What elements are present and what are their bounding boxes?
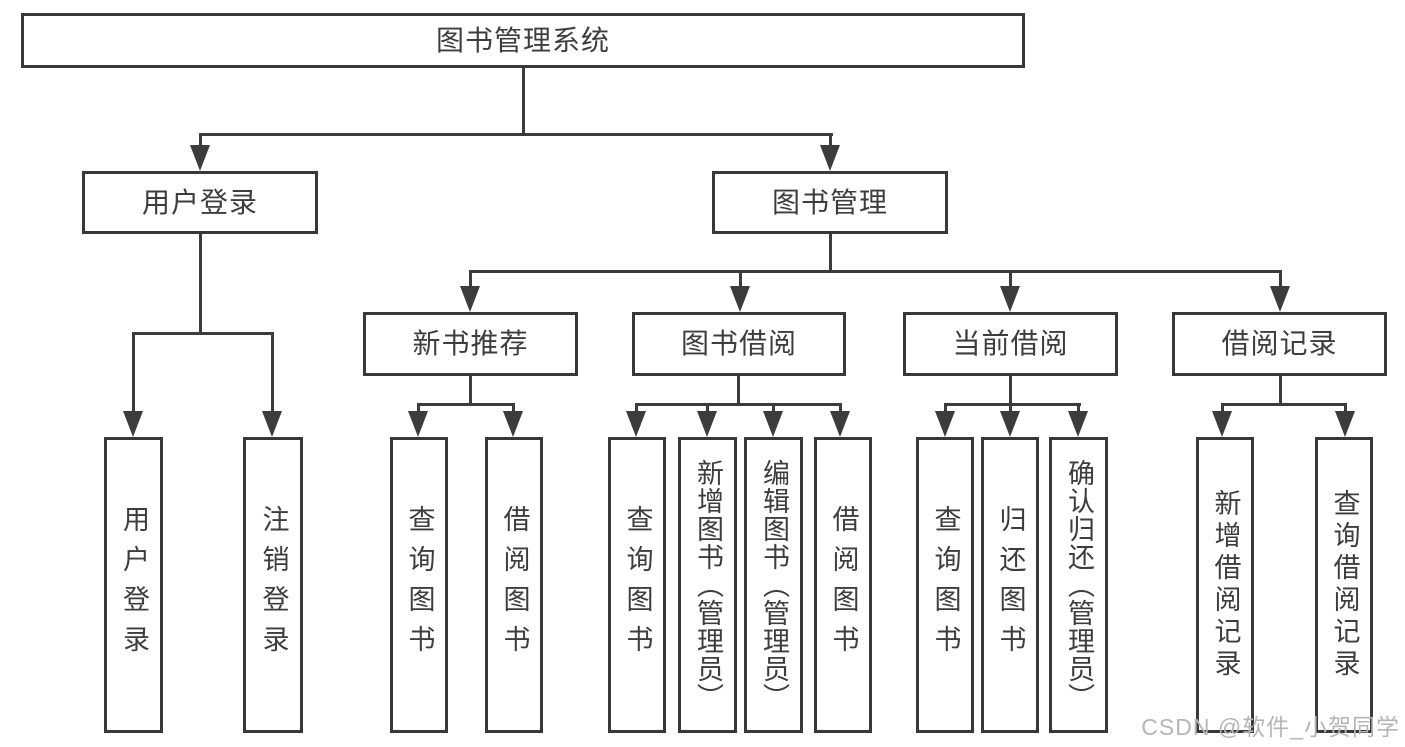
connector-line bbox=[737, 376, 740, 405]
leaf-query-book-recommend: 查询图书 bbox=[390, 437, 448, 733]
arrow-down-icon bbox=[763, 411, 783, 437]
arrow-down-icon bbox=[730, 286, 750, 312]
leaf-query-borrow-record: 查询借阅记录 bbox=[1315, 437, 1373, 733]
connector-line bbox=[1279, 270, 1282, 288]
node-book-management: 图书管理 bbox=[712, 171, 948, 234]
arrow-down-icon bbox=[460, 286, 480, 312]
connector-line bbox=[1279, 376, 1282, 405]
connector-line bbox=[417, 403, 515, 406]
leaf-add-book-admin: 新增图书（管理员） bbox=[678, 437, 737, 733]
arrow-down-icon bbox=[935, 411, 955, 437]
connector-line bbox=[1221, 403, 1224, 414]
arrow-down-icon bbox=[820, 145, 840, 171]
arrow-down-icon bbox=[408, 411, 428, 437]
node-new-book-recommend: 新书推荐 bbox=[363, 312, 578, 376]
leaf-return-book: 归还图书 bbox=[981, 437, 1039, 733]
arrow-down-icon bbox=[1270, 286, 1290, 312]
connector-line bbox=[1077, 403, 1080, 414]
leaf-query-book-current: 查询图书 bbox=[916, 437, 974, 733]
arrow-down-icon bbox=[190, 145, 210, 171]
connector-line bbox=[1221, 403, 1347, 406]
connector-line bbox=[839, 403, 842, 414]
arrow-down-icon bbox=[626, 411, 646, 437]
connector-line bbox=[132, 332, 274, 335]
node-book-borrow: 图书借阅 bbox=[632, 312, 846, 376]
node-current-borrow: 当前借阅 bbox=[903, 312, 1118, 376]
node-borrow-records: 借阅记录 bbox=[1172, 312, 1387, 376]
watermark: CSDN @软件_小贺同学 bbox=[1141, 714, 1400, 740]
arrow-down-icon bbox=[1000, 411, 1020, 437]
connector-line bbox=[1009, 270, 1012, 288]
connector-line bbox=[199, 133, 833, 136]
connector-line bbox=[1009, 376, 1012, 405]
connector-line bbox=[469, 270, 472, 288]
arrow-down-icon bbox=[123, 411, 143, 437]
connector-line bbox=[944, 403, 947, 414]
connector-line bbox=[829, 133, 832, 151]
connector-line bbox=[469, 376, 472, 405]
connector-line bbox=[199, 133, 202, 151]
connector-line bbox=[739, 270, 742, 288]
arrow-down-icon bbox=[262, 411, 282, 437]
arrow-down-icon bbox=[1068, 411, 1088, 437]
connector-line bbox=[469, 270, 1282, 273]
connector-line bbox=[706, 403, 709, 414]
connector-line bbox=[944, 403, 1081, 406]
arrow-down-icon bbox=[697, 411, 717, 437]
leaf-add-borrow-record: 新增借阅记录 bbox=[1196, 437, 1254, 733]
arrow-down-icon bbox=[1335, 411, 1355, 437]
leaf-confirm-return-admin: 确认归还（管理员） bbox=[1049, 437, 1108, 733]
arrow-down-icon bbox=[830, 411, 850, 437]
leaf-borrow-book-recommend: 借阅图书 bbox=[485, 437, 543, 733]
leaf-query-book-borrow: 查询图书 bbox=[608, 437, 666, 733]
connector-line bbox=[772, 403, 775, 414]
arrow-down-icon bbox=[1212, 411, 1232, 437]
connector-line bbox=[1344, 403, 1347, 414]
connector-line bbox=[271, 332, 274, 414]
connector-line bbox=[635, 403, 638, 414]
leaf-edit-book-admin: 编辑图书（管理员） bbox=[744, 437, 803, 733]
arrow-down-icon bbox=[1000, 286, 1020, 312]
connector-line bbox=[1009, 403, 1012, 414]
arrow-down-icon bbox=[503, 411, 523, 437]
connector-line bbox=[522, 66, 525, 136]
leaf-logout: 注销登录 bbox=[243, 437, 303, 733]
connector-line bbox=[635, 403, 841, 406]
node-root-system: 图书管理系统 bbox=[21, 13, 1025, 68]
connector-line bbox=[829, 234, 832, 273]
connector-line bbox=[199, 234, 202, 335]
connector-line bbox=[417, 403, 420, 414]
connector-line bbox=[512, 403, 515, 414]
connector-line bbox=[132, 332, 135, 414]
leaf-user-login: 用户登录 bbox=[104, 437, 163, 733]
node-user-login: 用户登录 bbox=[82, 171, 318, 234]
leaf-borrow-book: 借阅图书 bbox=[814, 437, 872, 733]
